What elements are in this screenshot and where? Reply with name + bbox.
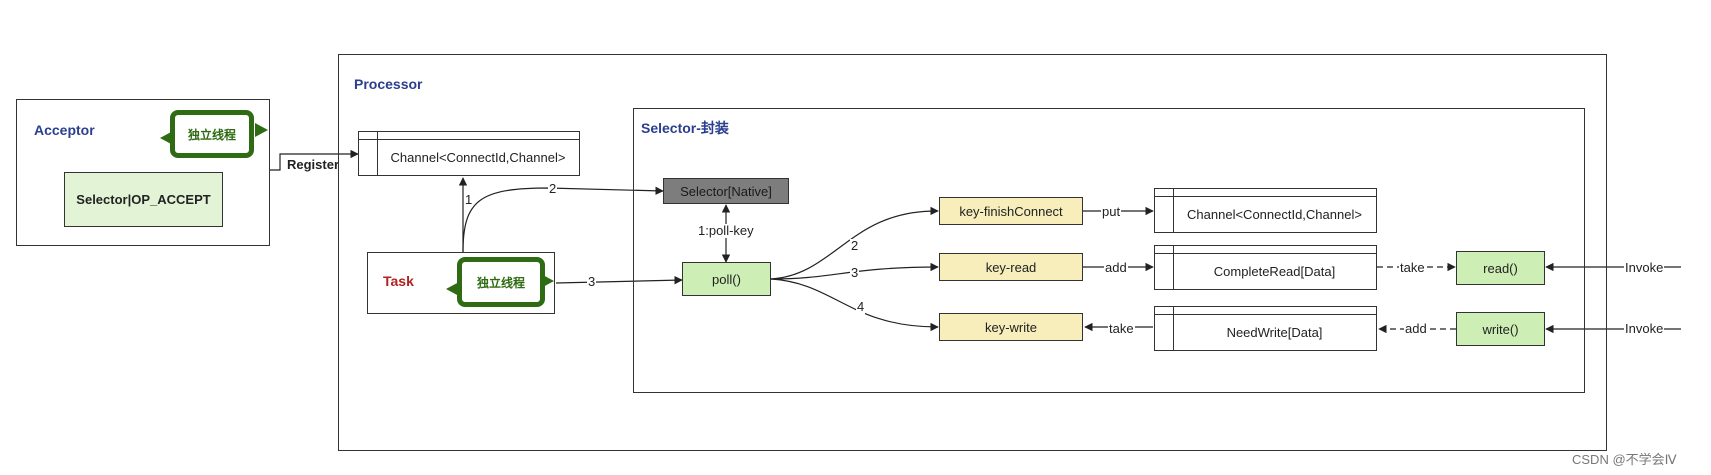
- acceptor-thread-loop: 独立线程: [170, 110, 254, 158]
- task-thread-label: 独立线程: [476, 275, 525, 290]
- acceptor-thread-label: 独立线程: [187, 127, 236, 142]
- selector-channel-map-table: Channel<ConnectId,Channel>: [1154, 188, 1377, 233]
- add-read-label: add: [1104, 260, 1128, 275]
- register-arrow: [270, 149, 359, 171]
- register-label: Register: [286, 157, 341, 172]
- key-read-label: key-read: [985, 259, 1037, 275]
- acceptor-frame: Acceptor 独立线程 Selector|OP_ACCEPT: [16, 99, 270, 246]
- task-to-native-arrow: [462, 186, 664, 253]
- key-finishconnect-label: key-finishConnect: [959, 203, 1063, 219]
- take-read-label: take: [1399, 260, 1426, 275]
- invoke-write-label: Invoke: [1624, 321, 1665, 336]
- processor-channel-map-label: Channel<ConnectId,Channel>: [390, 149, 566, 165]
- processor-channel-map-table: Channel<ConnectId,Channel>: [358, 131, 580, 176]
- branch-label-2: 2: [850, 238, 860, 253]
- poll-box: poll(): [682, 262, 771, 296]
- add-write-label: add: [1404, 321, 1428, 336]
- complete-read-table: CompleteRead[Data]: [1154, 245, 1377, 290]
- poll-to-finishconnect-arrow: [770, 206, 939, 280]
- complete-read-label: CompleteRead[Data]: [1213, 263, 1336, 279]
- task-title: Task: [383, 273, 414, 289]
- key-read-box: key-read: [939, 253, 1083, 281]
- task-to-poll-arrow: [555, 275, 683, 285]
- branch-label-3: 3: [850, 265, 860, 280]
- need-write-label: NeedWrite[Data]: [1226, 324, 1323, 340]
- task-loop-arrowhead-left: [446, 282, 459, 296]
- put-label: put: [1101, 204, 1122, 219]
- processor-title: Processor: [354, 76, 423, 92]
- selector-native-label: Selector[Native]: [680, 183, 772, 199]
- acceptor-title: Acceptor: [34, 122, 95, 138]
- selector-wrapper-title: Selector-封装: [641, 120, 729, 136]
- key-finishconnect-box: key-finishConnect: [939, 197, 1083, 225]
- acceptor-loop-arrowhead-right: [255, 123, 268, 137]
- poll-key-label: 1:poll-key: [697, 223, 755, 238]
- acceptor-selector-box: Selector|OP_ACCEPT: [64, 172, 223, 227]
- edge-label-2: 2: [548, 181, 558, 196]
- selector-wrapper-frame: Selector-封装: [633, 108, 1585, 393]
- watermark: CSDN @不学会Ⅳ: [1572, 452, 1677, 467]
- poll-to-read-arrow: [770, 262, 939, 280]
- read-fn-label: read(): [1483, 260, 1518, 276]
- selector-channel-map-label: Channel<ConnectId,Channel>: [1187, 206, 1362, 222]
- branch-label-4: 4: [856, 299, 866, 314]
- read-fn-box: read(): [1456, 251, 1545, 285]
- poll-label: poll(): [712, 271, 741, 287]
- task-frame: Task 独立线程: [367, 252, 555, 314]
- take-write-label: take: [1108, 321, 1135, 336]
- acceptor-loop-arrowhead-left: [160, 131, 173, 145]
- processor-frame: Processor: [338, 54, 1607, 451]
- write-fn-label: write(): [1482, 321, 1519, 337]
- acceptor-selector-label: Selector|OP_ACCEPT: [76, 192, 211, 207]
- write-fn-box: write(): [1456, 312, 1545, 346]
- invoke-read-label: Invoke: [1624, 260, 1665, 275]
- poll-to-write-arrow: [770, 278, 939, 332]
- edge-label-3: 3: [587, 274, 597, 289]
- task-thread-loop: 独立线程: [457, 257, 545, 307]
- key-write-label: key-write: [984, 319, 1037, 335]
- selector-native-box: Selector[Native]: [663, 178, 789, 204]
- edge-label-1: 1: [464, 192, 474, 207]
- need-write-table: NeedWrite[Data]: [1154, 306, 1377, 351]
- key-write-box: key-write: [939, 313, 1083, 341]
